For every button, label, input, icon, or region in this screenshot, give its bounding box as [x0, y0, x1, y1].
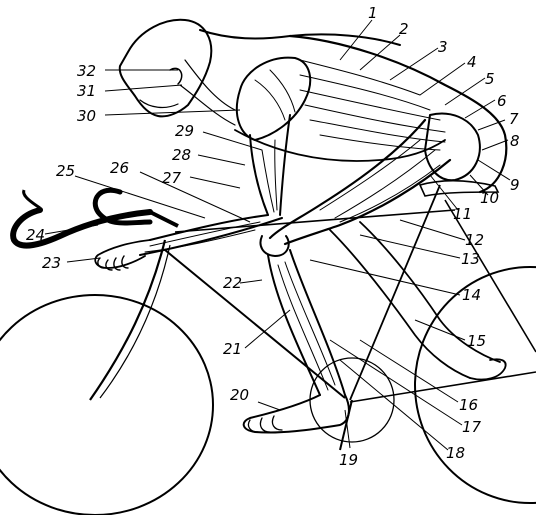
label-12: 12 — [465, 231, 484, 249]
label-4: 4 — [467, 53, 477, 71]
label-28: 28 — [172, 146, 191, 164]
label-2: 2 — [399, 20, 409, 38]
label-19: 19 — [339, 451, 358, 469]
label-5: 5 — [485, 70, 495, 88]
label-18: 18 — [446, 444, 465, 462]
label-22: 22 — [223, 274, 242, 292]
label-26: 26 — [110, 159, 129, 177]
label-27: 27 — [162, 169, 182, 187]
label-21: 21 — [223, 340, 242, 358]
label-29: 29 — [175, 122, 194, 140]
label-3: 3 — [438, 38, 448, 56]
label-31: 31 — [77, 82, 96, 100]
deltoid — [237, 58, 310, 140]
label-13: 13 — [461, 250, 480, 268]
front-foot — [244, 395, 349, 433]
label-1: 1 — [368, 4, 378, 22]
forearm — [140, 215, 282, 255]
rider-body — [95, 20, 506, 433]
bicycle — [0, 181, 536, 515]
handlebar-tip — [24, 190, 40, 208]
jaw — [140, 100, 178, 107]
label-14: 14 — [462, 286, 481, 304]
lower-leg — [268, 250, 345, 395]
label-15: 15 — [467, 332, 486, 350]
leader-lines — [45, 20, 510, 450]
upper-arm — [250, 115, 290, 215]
knee — [261, 236, 289, 256]
label-24: 24 — [26, 226, 45, 244]
label-17: 17 — [462, 418, 482, 436]
label-30: 30 — [77, 107, 96, 125]
stem — [150, 212, 178, 226]
label-10: 10 — [480, 189, 499, 207]
label-25: 25 — [56, 162, 75, 180]
label-8: 8 — [510, 132, 520, 150]
biceps-lines — [262, 140, 277, 212]
label-9: 9 — [510, 176, 520, 194]
label-11: 11 — [453, 205, 472, 223]
front-wheel — [0, 295, 213, 515]
label-20: 20 — [230, 386, 249, 404]
head — [120, 20, 212, 117]
ear — [170, 68, 182, 84]
label-6: 6 — [497, 92, 507, 110]
deltoid-fibres — [255, 70, 295, 120]
label-23: 23 — [42, 254, 61, 272]
toes — [248, 416, 282, 432]
chain-stay — [350, 372, 536, 402]
top-tube — [175, 210, 455, 232]
label-32: 32 — [77, 62, 96, 80]
label-16: 16 — [459, 396, 478, 414]
calf-fibres — [278, 262, 335, 390]
label-7: 7 — [509, 110, 519, 128]
